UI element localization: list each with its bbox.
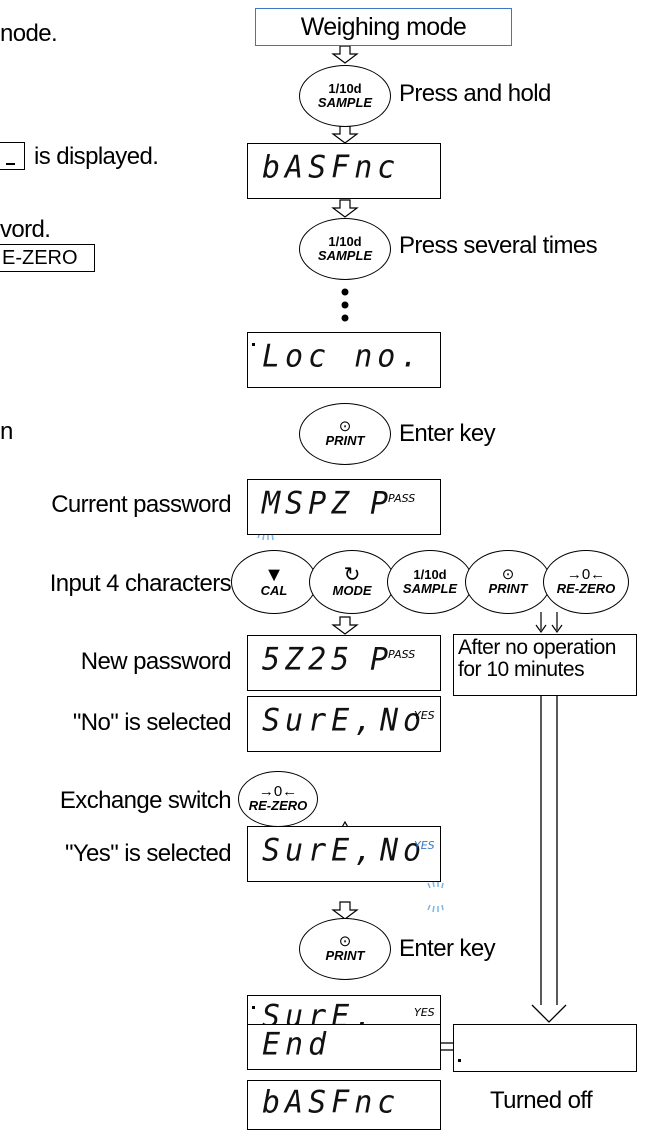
display-pw-current: MSPZ P PASS: [247, 479, 441, 535]
sample-key-2[interactable]: 1/10d SAMPLE: [299, 218, 391, 280]
display-sure-yes-right: No: [380, 832, 427, 869]
weighing-mode-label: Weighing mode: [300, 13, 467, 41]
display-pw-current-p: P: [370, 485, 389, 522]
weighing-mode-box: Weighing mode: [255, 8, 512, 46]
display-off-mark: [458, 1059, 461, 1062]
enter-key-label-1: Enter key: [399, 420, 496, 447]
print-icon-3: ⊙: [338, 933, 352, 950]
display-locno-mark: [252, 343, 255, 346]
sample-key-3[interactable]: 1/10d SAMPLE: [387, 550, 473, 614]
display-sure-final-mark: [252, 1006, 255, 1009]
print-icon-2: ⊙: [501, 566, 515, 583]
print-icon: ⊙: [338, 418, 352, 435]
print-key-3-label: PRINT: [325, 948, 365, 963]
display-basfnc-1-text: bASFnc: [262, 149, 401, 186]
display-sure-yes-tag: YES: [414, 839, 435, 852]
rezero-key-2[interactable]: →0← RE-ZERO: [238, 771, 318, 827]
sample-key-line2: SAMPLE: [317, 95, 373, 110]
press-hold-label: Press and hold: [399, 80, 551, 107]
display-end-text: End: [262, 1026, 332, 1063]
display-pw-new-tag: PASS: [388, 648, 416, 661]
display-basfnc-1: bASFnc: [247, 143, 441, 199]
display-basfnc-2: bASFnc: [247, 1080, 441, 1130]
display-sure-yes-left: SurE,: [262, 832, 378, 869]
rezero-key-label: RE-ZERO: [556, 581, 616, 596]
left-fragment-box: [0, 142, 25, 170]
sample-key[interactable]: 1/10d SAMPLE: [299, 65, 391, 127]
print-key-label: PRINT: [325, 433, 365, 448]
cal-icon: ▼: [264, 564, 284, 586]
display-pw-current-tag: PASS: [388, 492, 416, 505]
display-off: [453, 1024, 637, 1072]
timeout-label: After no operation for 10 minutes: [458, 636, 616, 681]
print-key-3[interactable]: ⊙ PRINT: [299, 918, 391, 980]
enter-key-label-2: Enter key: [399, 935, 496, 962]
display-locno: Loc no.: [247, 332, 441, 388]
no-selected-label: "No" is selected: [72, 709, 232, 736]
sample-key-2-line2: SAMPLE: [317, 248, 373, 263]
display-pw-new: 5Z25 P PASS: [247, 635, 441, 691]
sample-key-3-line2: SAMPLE: [402, 581, 458, 596]
left-fragment-1: node.: [0, 20, 58, 47]
print-key[interactable]: ⊙ PRINT: [299, 403, 391, 465]
current-password-label: Current password: [51, 491, 231, 518]
left-fragment-5: n: [0, 418, 13, 445]
mode-key[interactable]: ↻ MODE: [309, 550, 395, 614]
rezero-icon-2: →0←: [258, 783, 298, 800]
display-pw-new-p: P: [370, 641, 389, 678]
press-several-label: Press several times: [399, 232, 598, 259]
print-key-2-label: PRINT: [488, 581, 528, 596]
print-key-2[interactable]: ⊙ PRINT: [465, 550, 551, 614]
left-fragment-4: E-ZERO: [0, 244, 95, 272]
sample-key-2-line1: 1/10d: [328, 234, 362, 249]
sample-key-3-line1: 1/10d: [413, 567, 447, 582]
display-sure-final-tag: YES: [414, 1006, 435, 1019]
mode-key-label: MODE: [332, 583, 372, 598]
blink-sparkle-3: [427, 880, 444, 913]
new-password-label: New password: [80, 648, 232, 675]
display-sure-no: SurE, No YES: [247, 696, 441, 752]
left-fragment-2: is displayed.: [34, 143, 159, 170]
left-fragment-3: vord.: [0, 216, 51, 243]
timeout-box: After no operation for 10 minutes: [453, 634, 637, 696]
rezero-key-2-label: RE-ZERO: [248, 798, 308, 813]
display-pw-current-text: MSPZ: [262, 485, 355, 522]
sample-key-line1: 1/10d: [328, 81, 362, 96]
rezero-icon: →0←: [566, 566, 606, 583]
mode-icon: ↻: [343, 564, 361, 586]
cal-key-label: CAL: [260, 583, 288, 598]
display-basfnc-2-text: bASFnc: [262, 1084, 401, 1121]
input-chars-label: Input 4 characters: [49, 570, 232, 597]
yes-selected-label: "Yes" is selected: [64, 840, 232, 867]
turned-off-label: Turned off: [490, 1087, 593, 1114]
display-locno-text: Loc no.: [262, 338, 424, 375]
display-sure-no-left: SurE,: [262, 702, 378, 739]
exchange-switch-label: Exchange switch: [59, 787, 232, 814]
display-pw-new-text: 5Z25: [262, 641, 355, 678]
display-end: End: [247, 1024, 441, 1070]
display-sure-yes: SurE, No YES: [247, 826, 441, 882]
cal-key[interactable]: ▼ CAL: [231, 550, 317, 614]
rezero-key[interactable]: →0← RE-ZERO: [543, 550, 629, 614]
display-sure-no-right: No: [380, 702, 427, 739]
display-sure-no-tag: YES: [414, 709, 435, 722]
